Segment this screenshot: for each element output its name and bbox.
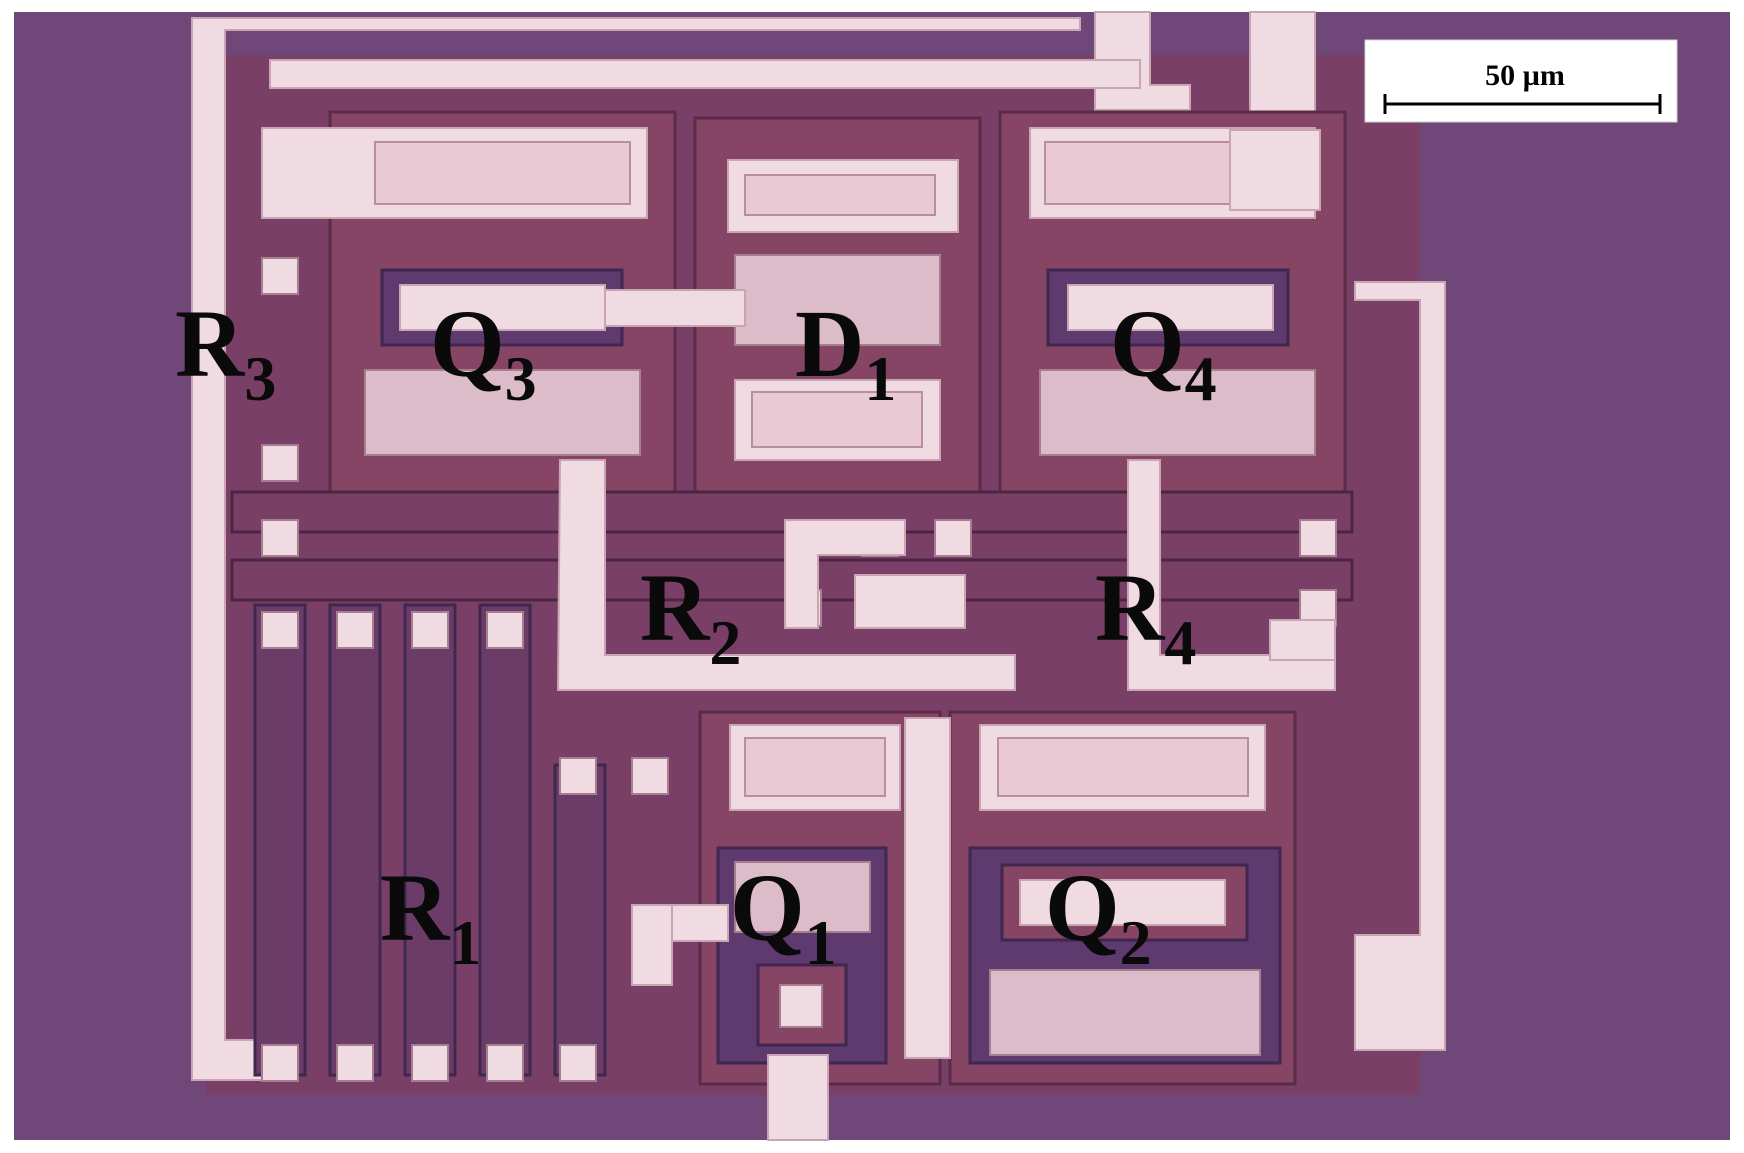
- label-r3: R3: [175, 290, 276, 414]
- right-metal: [1229, 129, 1446, 1051]
- label-r2: R2: [640, 554, 741, 678]
- r1-resistor: [253, 603, 669, 1082]
- label-r4: R4: [1095, 554, 1196, 678]
- label-r1: R1: [380, 854, 481, 978]
- label-q4: Q4: [1110, 290, 1217, 414]
- scale-bar: 50 µm: [1364, 39, 1678, 123]
- r2-r4-routing: [556, 459, 1336, 691]
- component-labels: R3 Q3 D1 Q4 R2 R4 R1 Q1 Q2: [175, 290, 1217, 978]
- label-q3: Q3: [430, 290, 537, 414]
- label-q1: Q1: [730, 854, 837, 978]
- scale-bar-label: 50 µm: [1485, 59, 1565, 92]
- label-d1: D1: [795, 290, 896, 414]
- label-q2: Q2: [1045, 854, 1152, 978]
- bottom-row-devices: [631, 710, 1297, 1141]
